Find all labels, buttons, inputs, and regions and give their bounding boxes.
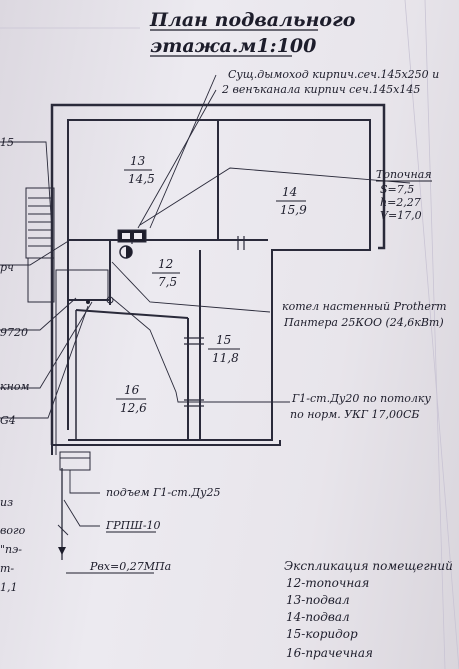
boiler-symbol	[119, 245, 133, 259]
left-label-9720: 9720	[0, 326, 28, 339]
legend-item: 16-прачечная	[286, 646, 373, 660]
left-label-15: 15	[0, 136, 14, 149]
svg-text:12,6: 12,6	[120, 401, 147, 415]
staircase	[25, 187, 55, 303]
riser-note: подъем Г1-ст.Ду25	[106, 486, 221, 499]
boiler-note-line2: Пантера 25КОО (24,6кВт)	[283, 316, 444, 329]
plan-title-line1: План подвального	[149, 9, 356, 31]
room-legend: Экспликация помещегний 12-топочная 13-по…	[284, 559, 453, 660]
svg-text:13: 13	[130, 154, 146, 168]
pipe-note-line1: Г1-ст.Ду20 по потолку	[291, 392, 431, 405]
legend-item: 15-коридор	[286, 627, 358, 641]
room-13: 13 14,5	[124, 154, 155, 186]
svg-text:7,5: 7,5	[158, 275, 177, 289]
left-label-ch: рч	[0, 261, 14, 274]
left-label-iz: из	[0, 496, 13, 509]
boiler-room-label: Топочная	[376, 168, 432, 181]
left-label-pe: "пэ-	[0, 543, 22, 556]
plan-title-line2: этажа.м1:100	[150, 35, 316, 57]
svg-text:14,5: 14,5	[128, 172, 155, 186]
boiler-note-line1: котел настенный Protherm	[282, 300, 447, 313]
legend-item: 13-подвал	[286, 593, 350, 607]
room-14: 14 15,9	[276, 185, 307, 217]
left-label-11: 1,1	[0, 581, 18, 594]
svg-text:16: 16	[124, 383, 140, 397]
chimney-note-line2: 2 венъканала кирпич сеч.145х145	[221, 83, 420, 96]
leader-lines	[0, 74, 411, 536]
svg-text:14: 14	[282, 185, 297, 199]
boiler-room-s: S=7,5	[380, 183, 414, 196]
svg-text:15,9: 15,9	[280, 203, 307, 217]
chimney-note-line1: Сущ.дымоход кирпич.сеч.145х250 и	[228, 68, 439, 81]
inlet-arrow	[58, 547, 66, 555]
room-16: 16 12,6	[116, 383, 147, 415]
pipe-note-line2: по норм. УКГ 17,00СБ	[290, 408, 419, 421]
room-15: 15 11,8	[208, 333, 240, 365]
gas-pipe	[55, 269, 114, 560]
room-12: 12 7,5	[152, 257, 180, 289]
left-label-knom: кном	[0, 380, 30, 393]
svg-text:11,8: 11,8	[212, 351, 239, 365]
inlet-pressure: Рвх=0,27МПа	[89, 560, 171, 573]
boiler-room-v: V=17,0	[380, 209, 422, 222]
chimney-block	[117, 229, 147, 243]
left-label-ht: т-	[0, 562, 14, 575]
grpsh-label: ГРПШ-10	[105, 519, 161, 532]
boiler-room-h: h=2,27	[380, 196, 421, 209]
legend-item: 14-подвал	[286, 610, 350, 624]
outer-walls	[50, 103, 386, 455]
svg-text:15: 15	[216, 333, 231, 347]
left-label-vogo: вого	[0, 524, 26, 537]
legend-item: 12-топочная	[286, 576, 369, 590]
svg-text:12: 12	[158, 257, 173, 271]
legend-title: Экспликация помещегний	[284, 559, 453, 573]
left-label-g4: G4	[0, 414, 16, 427]
